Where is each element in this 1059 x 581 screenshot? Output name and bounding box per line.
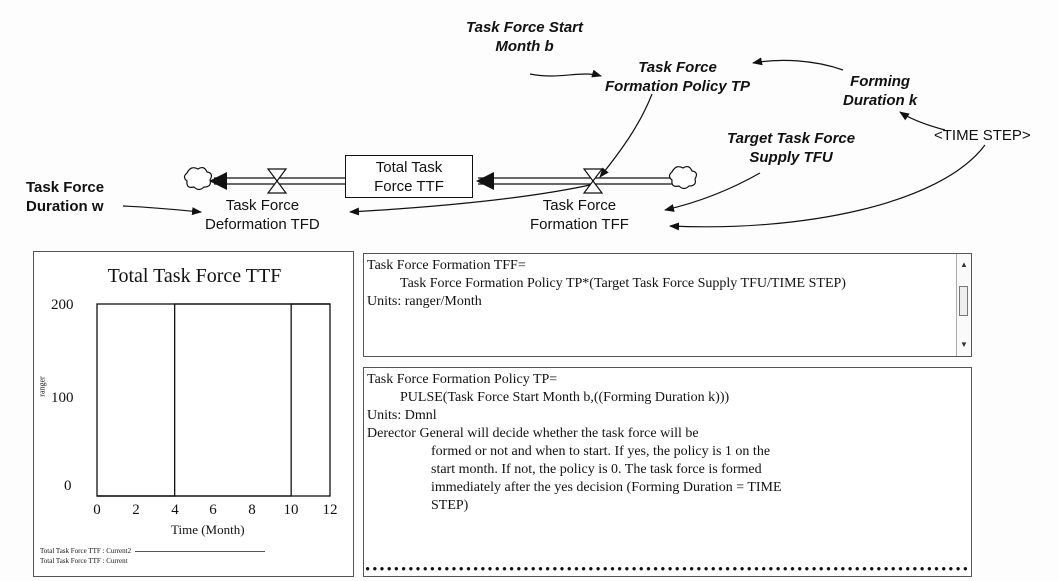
link-timestep-to-forming xyxy=(899,111,946,131)
var-policy-line1: Task Force xyxy=(638,59,717,76)
legend-entry: Total Task Force TTF : Current xyxy=(40,557,128,565)
link-forming-to-policy xyxy=(752,57,844,71)
plot-frame xyxy=(96,303,331,497)
scroll-thumb[interactable] xyxy=(959,286,968,316)
series-line-0 xyxy=(97,303,330,497)
flow-deformation-line2: Deformation TFD xyxy=(205,216,320,233)
equation-panel-formation[interactable]: Task Force Formation TFF= Task Force For… xyxy=(363,253,972,357)
legend-line-swatch xyxy=(135,550,266,552)
deformation-flow-pipe xyxy=(209,168,345,194)
link-target-to-formation xyxy=(664,172,761,212)
legend-entry: Total Task Force TTF : Current2 xyxy=(40,547,266,555)
x-tick-label: 4 xyxy=(171,502,179,518)
link-policy-to-formation xyxy=(599,93,653,178)
stock-label-line2: Force TTF xyxy=(374,178,444,195)
var-target-task-force-supply[interactable]: Target Task Force Supply TFU xyxy=(727,129,855,167)
source-cloud-icon xyxy=(668,165,698,190)
var-target-line2: Supply TFU xyxy=(749,149,833,166)
line-chart xyxy=(96,303,331,497)
var-duration-line1: Task Force xyxy=(26,179,105,196)
legend-label: Total Task Force TTF : Current xyxy=(40,557,128,565)
scroll-down-icon[interactable]: ▼ xyxy=(960,340,968,349)
flow-deformation-line1: Task Force xyxy=(225,197,300,214)
diagram-arrows xyxy=(122,57,986,231)
y-tick-label: 100 xyxy=(51,390,74,406)
var-start-month-line2: Month b xyxy=(495,38,554,55)
x-tick-label: 10 xyxy=(283,502,299,518)
link-duration-to-deformation xyxy=(122,205,202,216)
x-tick-label: 0 xyxy=(93,502,101,518)
flow-formation-line1: Task Force xyxy=(542,197,617,214)
var-forming-duration[interactable]: Forming Duration k xyxy=(843,72,917,110)
link-timestep-to-formation xyxy=(669,144,986,231)
equation-comment-line: formed or not and when to start. If yes,… xyxy=(431,444,771,459)
sink-cloud-icon xyxy=(183,166,213,191)
y-tick-label: 200 xyxy=(51,297,74,313)
equation-units: Units: ranger/Month xyxy=(367,294,482,309)
equation-comment-line: STEP) xyxy=(431,498,469,513)
flow-formation-line2: Formation TFF xyxy=(530,216,629,233)
graph-panel-total-task-force[interactable]: Total Task Force TTF ranger 200 100 0 0 … xyxy=(33,251,354,577)
series-layer xyxy=(97,303,330,497)
stock-total-task-force[interactable]: Total Task Force TTF xyxy=(345,155,473,198)
equation-comment-line: Derector General will decide whether the… xyxy=(367,426,699,441)
var-forming-line1: Forming xyxy=(850,73,911,90)
y-tick-label: 0 xyxy=(64,478,72,494)
link-stock-to-deformation xyxy=(349,184,591,216)
stock-label-line1: Total Task xyxy=(375,159,443,176)
var-forming-line2: Duration k xyxy=(843,92,918,109)
link-start-to-policy xyxy=(529,69,602,78)
equation-formula: Task Force Formation Policy TP*(Target T… xyxy=(400,276,846,291)
equation-formula: PULSE(Task Force Start Month b,((Forming… xyxy=(400,390,730,405)
var-target-line1: Target Task Force xyxy=(727,130,856,147)
graph-title: Total Task Force TTF xyxy=(107,265,282,287)
x-axis-label: Time (Month) xyxy=(171,522,245,537)
series-line-1 xyxy=(97,303,330,497)
scroll-up-icon[interactable]: ▲ xyxy=(960,260,968,269)
x-tick-label: 6 xyxy=(209,502,217,518)
equation-name: Task Force Formation TFF= xyxy=(367,258,526,273)
var-task-force-formation-policy[interactable]: Task Force Formation Policy TP xyxy=(605,58,750,96)
x-tick-label: 2 xyxy=(132,502,140,518)
flow-task-force-formation[interactable]: Task Force Formation TFF xyxy=(530,196,629,234)
equation-comment-line: start month. If not, the policy is 0. Th… xyxy=(431,462,762,477)
vertical-scrollbar[interactable]: ▲ ▼ xyxy=(956,254,971,356)
var-policy-line2: Formation Policy TP xyxy=(605,78,751,95)
flow-task-force-deformation[interactable]: Task Force Deformation TFD xyxy=(205,196,320,234)
var-task-force-duration[interactable]: Task Force Duration w xyxy=(26,178,104,216)
x-tick-label: 12 xyxy=(322,502,338,518)
var-start-month-line1: Task Force Start xyxy=(466,19,583,36)
x-tick-label: 8 xyxy=(248,502,256,518)
dotted-separator: ••••••••••••••••••••••••••••••••••••••••… xyxy=(364,563,969,577)
equation-name: Task Force Formation Policy TP= xyxy=(367,372,558,387)
formation-flow-pipe xyxy=(476,168,672,194)
var-duration-line2: Duration w xyxy=(26,198,104,215)
var-time-step[interactable]: <TIME STEP> xyxy=(934,127,1031,144)
stock-flow-diagram: Total Task Force TTF Task Force Formatio… xyxy=(0,0,1059,245)
var-task-force-start-month[interactable]: Task Force Start Month b xyxy=(466,18,583,56)
equation-units: Units: Dmnl xyxy=(367,408,437,423)
legend-label: Total Task Force TTF : Current2 xyxy=(40,547,132,555)
equation-panel-policy[interactable]: Task Force Formation Policy TP= PULSE(Ta… xyxy=(363,367,972,577)
equation-comment-line: immediately after the yes decision (Form… xyxy=(431,480,782,495)
